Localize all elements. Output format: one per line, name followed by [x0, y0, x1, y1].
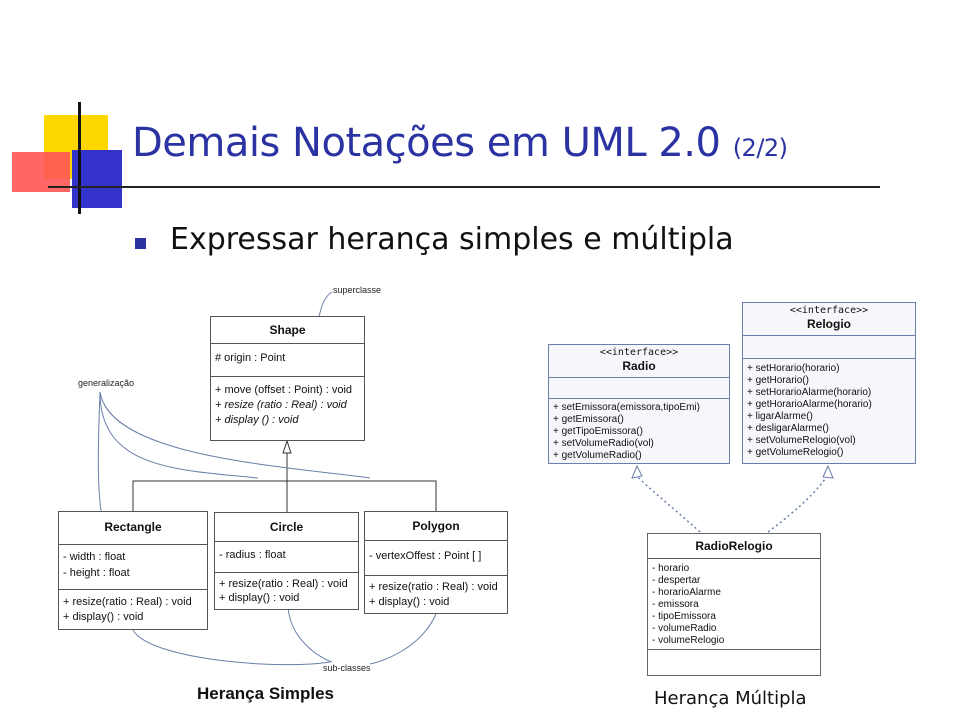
class-name: Rectangle [104, 520, 162, 534]
operation: + desligarAlarme() [747, 423, 829, 434]
operation: + display() : void [63, 611, 144, 623]
attributes-section: - width : float - height : float [59, 544, 207, 589]
logo-red-square [12, 152, 70, 192]
attribute: - height : float [63, 567, 130, 579]
caption-multiple-inheritance: Herança Múltipla [654, 688, 807, 709]
attributes-section [743, 335, 915, 358]
generalization-note-link-1 [99, 391, 259, 479]
class-name: Relogio [807, 317, 851, 331]
radio-interface: <<interface>> Radio + setEmissora(emisso… [548, 344, 730, 464]
attribute: - emissora [652, 599, 699, 610]
relogio-interface: <<interface>> Relogio + setHorario(horar… [742, 302, 916, 464]
gen-arrowhead [282, 439, 292, 454]
attributes-section: - radius : float [215, 541, 358, 572]
interface-header: <<interface>> Relogio [743, 303, 915, 335]
subclass-note-link-3 [369, 613, 437, 665]
attribute: - despertar [652, 575, 701, 586]
attribute: - vertexOffest : Point [ ] [369, 550, 482, 562]
operation: + setHorarioAlarme(horario) [747, 387, 872, 398]
operation: + resize(ratio : Real) : void [63, 596, 192, 608]
radiorelogio-class: RadioRelogio - horario - despertar - hor… [647, 533, 821, 676]
caption-simple-inheritance: Herança Simples [197, 684, 335, 703]
operation: + getVolumeRadio() [553, 450, 642, 461]
attribute: - volumeRadio [652, 623, 717, 634]
operations-section: + move (offset : Point) : void + resize … [211, 376, 364, 430]
attributes-section: # origin : Point [211, 343, 364, 376]
class-name: Polygon [412, 519, 460, 533]
operations-section: + setEmissora(emissora,tipoEmi) + getEmi… [549, 398, 729, 464]
operation: + ligarAlarme() [747, 411, 813, 422]
operation: + resize (ratio : Real) : void [215, 399, 347, 411]
stereotype: <<interface>> [599, 347, 679, 358]
attribute: - radius : float [219, 549, 286, 561]
title-underline [48, 186, 880, 188]
bullet-text: Expressar herança simples e múltipla [170, 222, 734, 257]
generalization-note: generalização [78, 378, 135, 388]
operation: + display() : void [219, 592, 300, 604]
bullet-marker [135, 238, 146, 249]
polygon-class: Polygon - vertexOffest : Point [ ] + res… [364, 511, 508, 614]
operation: + setVolumeRadio(vol) [553, 438, 654, 449]
shape-class: Shape # origin : Point + move (offset : … [210, 316, 365, 441]
attribute: - volumeRelogio [652, 635, 725, 646]
operation: + setVolumeRelogio(vol) [747, 435, 856, 446]
generalization-tree [132, 439, 437, 512]
attribute: - tipoEmissora [652, 611, 716, 622]
class-name: RadioRelogio [695, 539, 773, 553]
operation: + resize(ratio : Real) : void [219, 578, 348, 590]
operations-section: + resize(ratio : Real) : void + display(… [215, 572, 358, 607]
superclass-note: superclasse [333, 285, 382, 295]
slide-title: Demais Notações em UML 2.0 (2/2) [132, 120, 788, 166]
gen-branches [132, 480, 437, 511]
class-name: Shape [269, 323, 306, 337]
operations-section: + resize(ratio : Real) : void + display(… [59, 589, 207, 627]
realization-links [636, 475, 828, 533]
circle-class: Circle - radius : float + resize(ratio :… [214, 512, 359, 610]
relogio-link [767, 475, 828, 533]
slide-title-text: Demais Notações em UML 2.0 [132, 120, 721, 166]
operation: + setEmissora(emissora,tipoEmi) [553, 402, 700, 413]
operation: + display () : void [215, 414, 299, 426]
slide-title-suffix: (2/2) [732, 134, 788, 162]
operation: + getHorario() [747, 375, 809, 386]
operation: + display() : void [369, 596, 450, 608]
relogio-arrowhead [822, 464, 834, 479]
operations-section: + setHorario(horario) + getHorario() + s… [743, 358, 915, 461]
subclasses-note: sub-classes [323, 663, 371, 673]
attributes-section [549, 377, 729, 398]
class-name: Radio [622, 359, 656, 373]
radio-link [636, 475, 701, 533]
operations-section: + resize(ratio : Real) : void + display(… [365, 575, 507, 612]
attribute: - horario [652, 563, 690, 574]
operation: + getEmissora() [553, 414, 624, 425]
class-name: Circle [269, 520, 304, 534]
operation: + getTipoEmissora() [553, 426, 643, 437]
operation: + move (offset : Point) : void [215, 384, 353, 396]
interface-header: <<interface>> Radio [549, 345, 729, 377]
attributes-section: - vertexOffest : Point [ ] [365, 540, 507, 575]
rectangle-class: Rectangle - width : float - height : flo… [58, 511, 208, 630]
operation: + getHorarioAlarme(horario) [747, 399, 872, 410]
stereotype: <<interface>> [789, 305, 869, 316]
radio-arrowhead [631, 464, 643, 479]
subclass-note-link-2 [287, 605, 333, 663]
attribute: - horarioAlarme [652, 587, 721, 598]
generalization-note-link-2 [99, 391, 371, 479]
attributes-section: - horario - despertar - horarioAlarme - … [648, 558, 820, 649]
operation: + resize(ratio : Real) : void [369, 581, 498, 593]
attribute: # origin : Point [215, 352, 286, 364]
operation: + getVolumeRelogio() [747, 447, 844, 458]
logo-vertical-line [78, 102, 81, 214]
operation: + setHorario(horario) [747, 363, 840, 374]
attribute: - width : float [63, 551, 126, 563]
operations-section [648, 649, 820, 664]
subclass-note-link-1 [132, 629, 331, 666]
